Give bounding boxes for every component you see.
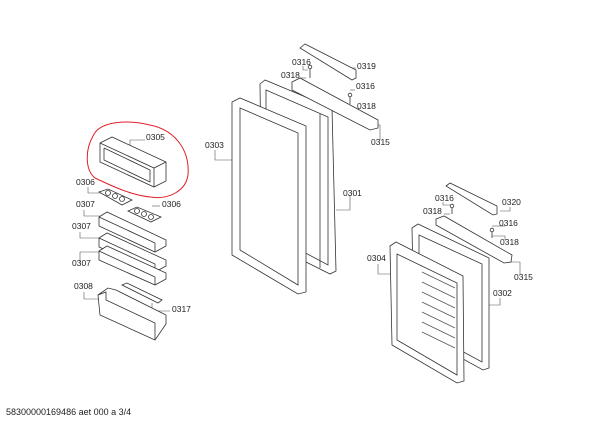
label-0307: 0307 [72, 258, 91, 268]
highlight-circle [86, 121, 189, 199]
part-0317-divider [121, 282, 163, 304]
label-0319: 0319 [357, 61, 376, 71]
label-0318: 0318 [281, 70, 300, 80]
part-0304-gasket [389, 241, 465, 384]
part-0305-compartment [99, 136, 167, 188]
label-0303: 0303 [205, 140, 224, 150]
label-0301: 0301 [343, 188, 362, 198]
label-0306: 0306 [76, 177, 95, 187]
diagram-reference-footer: 58300000169486 aet 000 a 3/4 [6, 407, 132, 417]
label-0316: 0316 [292, 57, 311, 67]
label-0320: 0320 [502, 197, 521, 207]
label-0315: 0315 [371, 137, 390, 147]
part-0308-bottle-shelf [97, 287, 167, 341]
label-0317: 0317 [172, 304, 191, 314]
label-0316: 0316 [356, 81, 375, 91]
label-0318: 0318 [423, 206, 442, 216]
part-0306-egg-trays [98, 188, 162, 223]
part-0320-0315-hinge [435, 182, 513, 264]
part-0307-door-shelves [98, 211, 167, 286]
label-0318: 0318 [357, 101, 376, 111]
label-0302: 0302 [493, 288, 512, 298]
label-0306: 0306 [162, 199, 181, 209]
label-0308: 0308 [74, 281, 93, 291]
label-0318: 0318 [500, 237, 519, 247]
label-0307: 0307 [72, 221, 91, 231]
label-0316: 0316 [499, 218, 518, 228]
part-0303-gasket [231, 97, 307, 295]
label-0316: 0316 [435, 193, 454, 203]
label-0304: 0304 [367, 253, 386, 263]
label-0315: 0315 [514, 272, 533, 282]
label-0307: 0307 [76, 199, 95, 209]
label-0305: 0305 [146, 132, 165, 142]
part-0319-0315-hinge [291, 43, 379, 131]
